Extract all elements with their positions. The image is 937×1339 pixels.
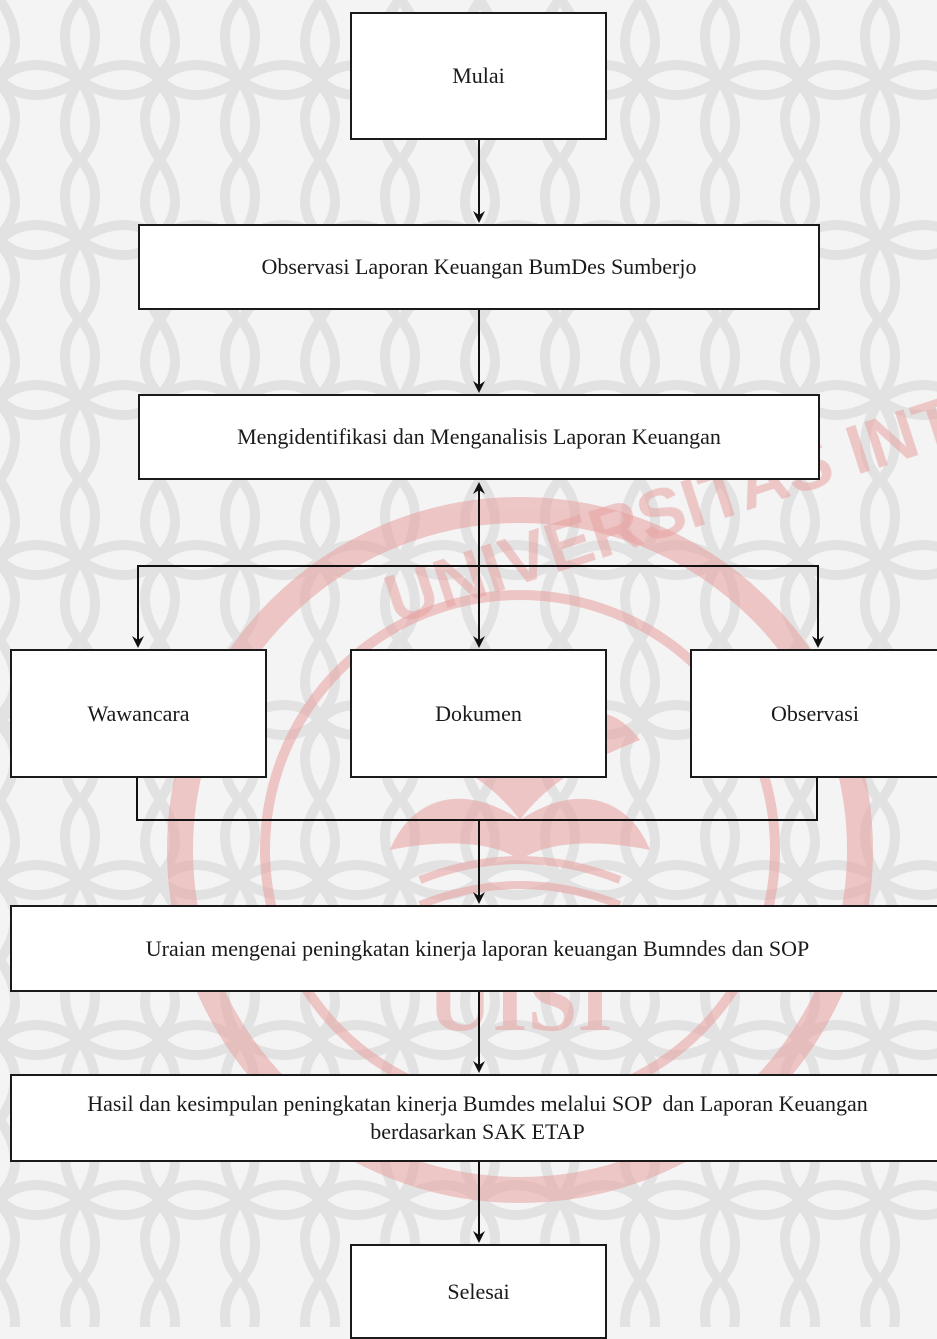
description-label: Uraian mengenai peningkatan kinerja lapo… <box>145 935 810 961</box>
start-node: Mulai <box>350 12 607 140</box>
identify-analyze-node: Mengidentifikasi dan Menganalisis Lapora… <box>138 394 820 480</box>
result-conclusion-line2: berdasarkan SAK ETAP <box>370 1119 585 1144</box>
identify-analyze-label: Mengidentifikasi dan Menganalisis Lapora… <box>237 424 721 449</box>
result-conclusion-node: Hasil dan kesimpulan peningkatan kinerja… <box>10 1074 937 1162</box>
interview-node: Wawancara <box>10 649 267 778</box>
observation-node: Observasi <box>690 649 937 778</box>
end-label: Selesai <box>447 1278 510 1304</box>
observation-report-node: Observasi Laporan Keuangan BumDes Sumber… <box>138 224 820 310</box>
document-label: Dokumen <box>435 700 522 726</box>
description-node: Uraian mengenai peningkatan kinerja lapo… <box>10 905 937 992</box>
observation-report-label: Observasi Laporan Keuangan BumDes Sumber… <box>261 254 697 279</box>
merge-line <box>136 777 818 821</box>
document-node: Dokumen <box>350 649 607 778</box>
observation-label: Observasi <box>771 700 859 726</box>
result-conclusion-line1: Hasil dan kesimpulan peningkatan kinerja… <box>87 1091 868 1116</box>
start-label: Mulai <box>452 63 505 88</box>
interview-label: Wawancara <box>87 700 190 726</box>
end-node: Selesai <box>350 1244 607 1339</box>
branch-line <box>137 565 819 646</box>
